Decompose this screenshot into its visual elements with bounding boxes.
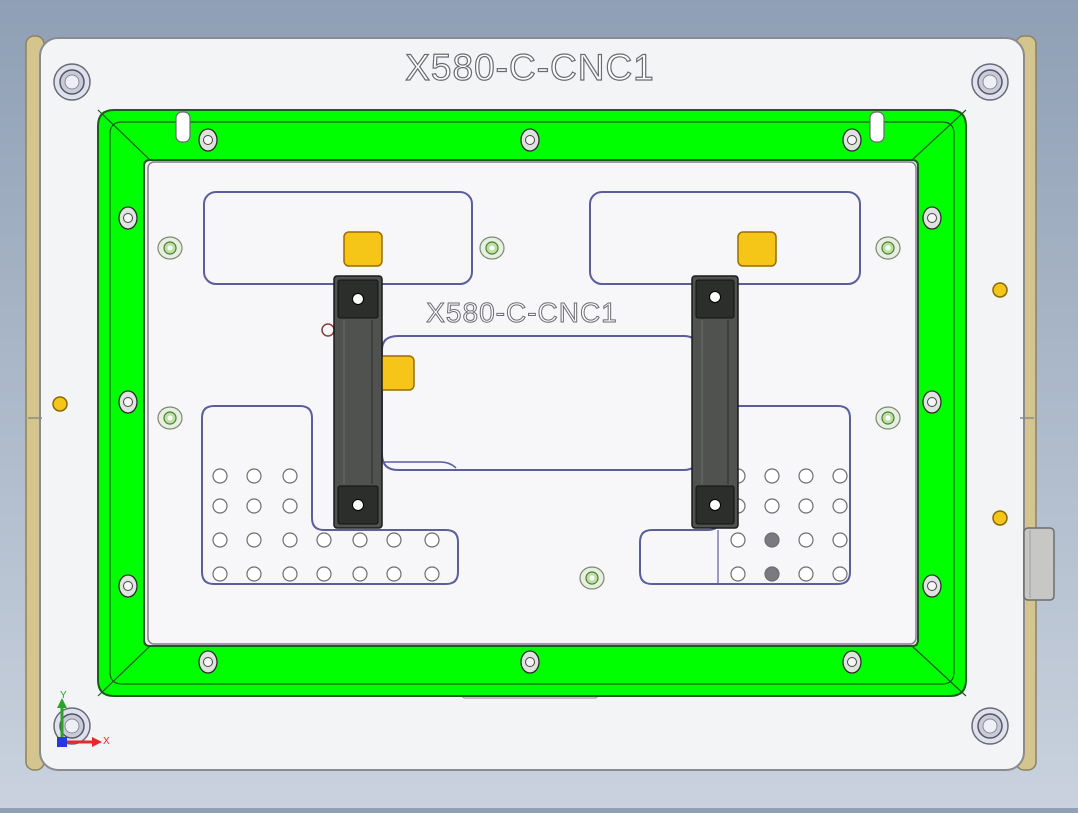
locating-pin[interactable]: [875, 406, 901, 430]
perforation-hole: [764, 468, 780, 484]
seal-slot-right: [869, 111, 885, 143]
perforation-hole: [730, 532, 746, 548]
perforation-hole: [316, 532, 332, 548]
perforation-hole: [832, 468, 848, 484]
perforation-hole: [282, 498, 298, 514]
yellow-pad-left[interactable]: [343, 231, 383, 267]
pocket-bottom-left: [201, 405, 459, 585]
perforation-hole: [764, 498, 780, 514]
perforation-hole: [316, 566, 332, 582]
corner-bushing: [971, 63, 1009, 101]
yellow-dot-left: [52, 396, 68, 412]
perforation-hole: [246, 566, 262, 582]
corner-bushing: [53, 63, 91, 101]
perforation-hole: [246, 532, 262, 548]
perforation-hole: [246, 498, 262, 514]
seal-slot-left: [175, 111, 191, 143]
perforation-hole: [832, 498, 848, 514]
perforation-hole: [424, 566, 440, 582]
perforation-hole: [212, 498, 228, 514]
frame-screw: [842, 650, 862, 674]
perforation-hole: [352, 532, 368, 548]
perforation-hole: [730, 566, 746, 582]
top-engraved-label: X580-C-CNC1: [405, 47, 655, 88]
locating-pin[interactable]: [875, 236, 901, 260]
perforated-hole-grid: [212, 468, 848, 582]
side-knob[interactable]: [1023, 527, 1055, 601]
frame-screw: [922, 390, 942, 414]
frame-screw: [842, 128, 862, 152]
clamp-bar-left[interactable]: [333, 275, 383, 529]
locating-pin[interactable]: [479, 236, 505, 260]
triad-z-axis: [57, 737, 67, 747]
frame-screw: [520, 650, 540, 674]
locating-pin[interactable]: [157, 236, 183, 260]
pocket-center-step: [384, 461, 457, 469]
perforation-hole: [764, 566, 780, 582]
yellow-dot-right-top: [992, 282, 1008, 298]
perforation-hole: [424, 532, 440, 548]
triad-y-label: Y: [60, 690, 67, 701]
perforation-hole: [798, 566, 814, 582]
frame-screw: [198, 128, 218, 152]
perforation-hole: [386, 566, 402, 582]
locating-pins: [157, 236, 901, 590]
perforation-hole: [798, 498, 814, 514]
yellow-dot-right-bottom: [992, 510, 1008, 526]
triad-x-label: X: [103, 736, 110, 747]
coordinate-triad[interactable]: Y X: [57, 690, 110, 747]
perforation-hole: [798, 468, 814, 484]
locating-pin[interactable]: [579, 566, 605, 590]
clamp-bar-right[interactable]: [691, 275, 739, 529]
perforation-hole: [212, 566, 228, 582]
frame-screw: [922, 574, 942, 598]
perforation-hole: [282, 532, 298, 548]
frame-screw: [520, 128, 540, 152]
perforation-hole: [798, 532, 814, 548]
yellow-pad-right[interactable]: [737, 231, 777, 267]
frame-screw: [118, 574, 138, 598]
center-engraved-label: X580-C-CNC1: [426, 297, 618, 328]
frame-screws: [118, 128, 942, 674]
frame-screw: [198, 650, 218, 674]
perforation-hole: [352, 566, 368, 582]
perforation-hole: [386, 532, 402, 548]
frame-screw: [118, 390, 138, 414]
perforation-hole: [246, 468, 262, 484]
perforation-hole: [212, 468, 228, 484]
frame-screw: [922, 206, 942, 230]
locating-pin[interactable]: [157, 406, 183, 430]
perforation-hole: [282, 468, 298, 484]
seal-inner-groove: [109, 121, 955, 685]
perforation-hole: [212, 532, 228, 548]
corner-bushing: [971, 707, 1009, 745]
perforation-hole: [764, 532, 780, 548]
corner-bushings: [53, 63, 1009, 745]
yellow-pad-center[interactable]: [377, 355, 415, 391]
perforation-hole: [282, 566, 298, 582]
frame-screw: [118, 206, 138, 230]
perforation-hole: [832, 532, 848, 548]
perforation-hole: [832, 566, 848, 582]
